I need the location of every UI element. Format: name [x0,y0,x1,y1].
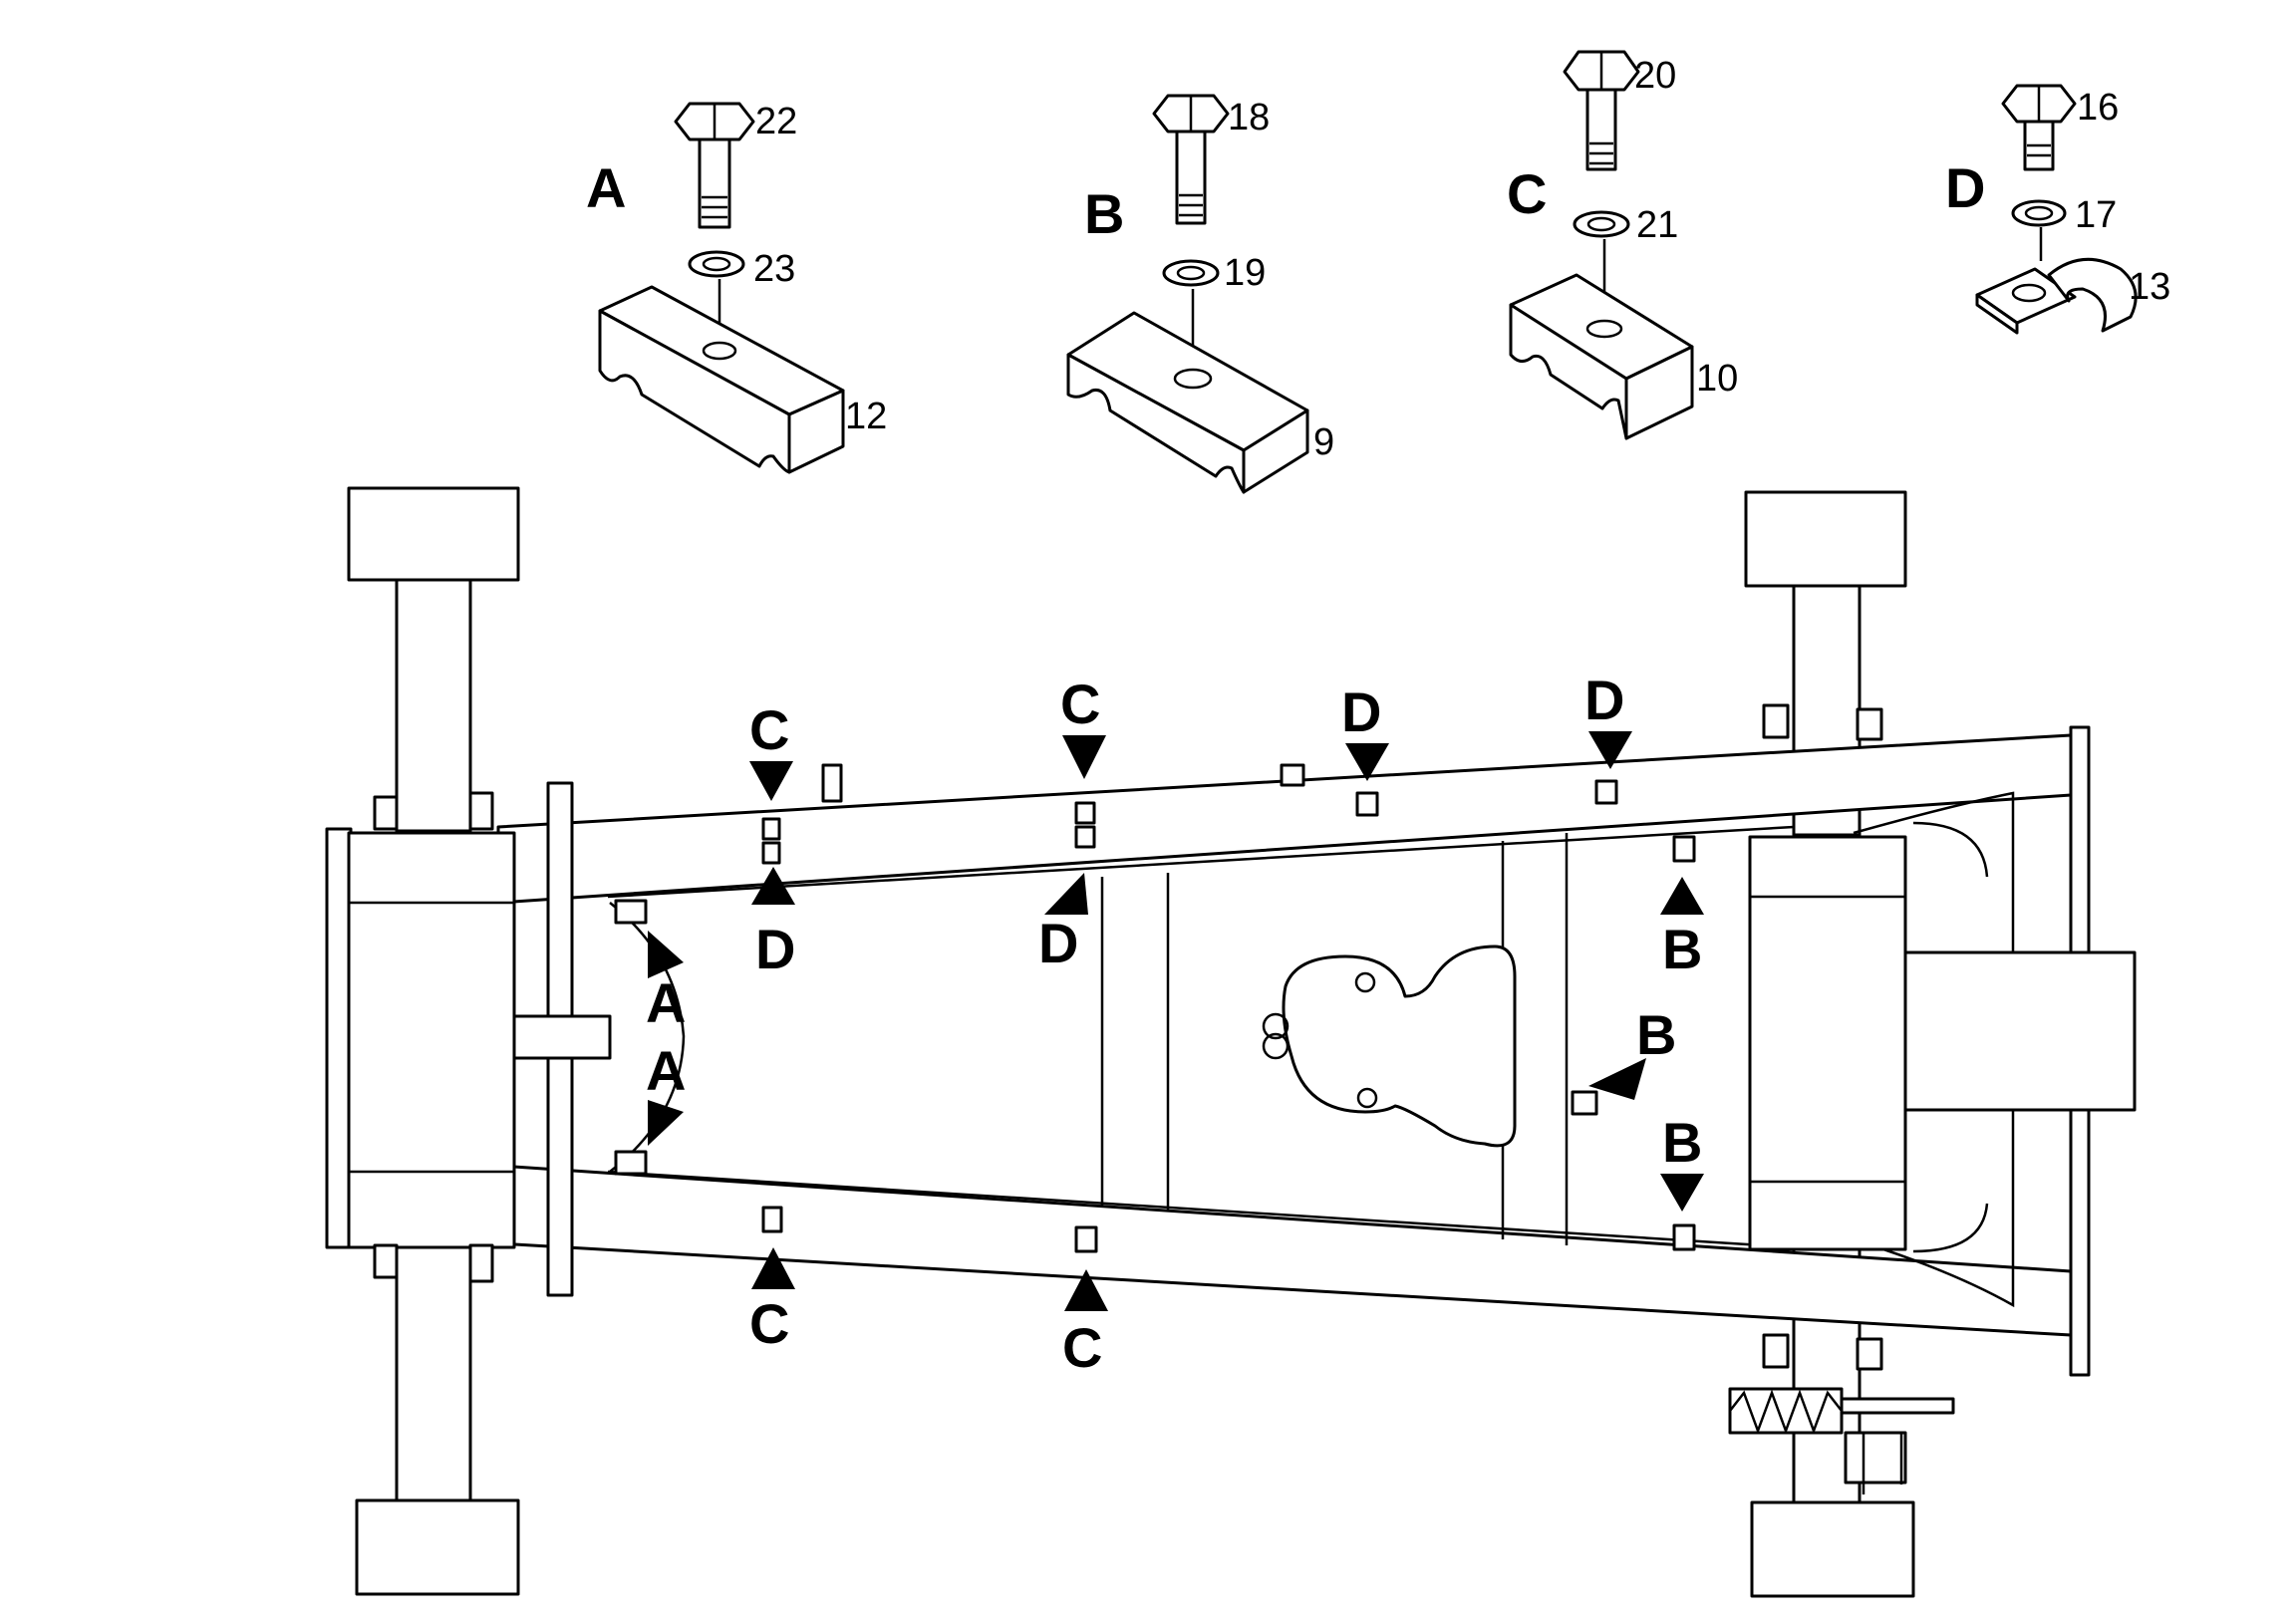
svg-text:B: B [1662,1111,1702,1174]
marker-d-mid-1: D [751,867,795,980]
svg-text:C: C [749,698,789,761]
bolt-number: 22 [755,101,797,142]
detail-c: C 20 21 10 [1507,50,1738,440]
svg-text:B: B [1662,918,1702,980]
detail-a-letter: A [586,156,626,219]
washer-icon [688,250,745,278]
front-wheel-top [347,486,520,582]
bolt-icon [2001,84,2077,171]
detail-a: A 22 23 12 [586,101,887,474]
marker-d-top-2: D [1584,669,1632,805]
marker-b-2: B [1571,1003,1676,1116]
part-number: 12 [845,396,887,437]
washer-icon [2011,199,2067,227]
chassis-frame [325,486,2137,1598]
part-number: 13 [2129,266,2170,308]
marker-c-top-1: C [749,698,793,865]
detail-b: B 18 19 9 [1066,94,1334,494]
spacer-block-icon [598,285,845,474]
washer-number: 17 [2075,194,2117,236]
spacer-block-icon [1066,311,1309,494]
front-axle-housing [347,831,516,1249]
marker-c-bot-1: C [749,1206,795,1355]
marker-d-mid-2: D [1038,873,1088,974]
svg-text:D: D [1038,912,1078,974]
washer-number: 23 [753,248,795,290]
bolt-icon [1563,50,1640,171]
washer-number: 19 [1224,252,1266,294]
spring-icon [1728,1387,1844,1435]
location-markers: C C D D D D [614,669,1704,1379]
rear-axle-housing [1748,835,1907,1251]
marker-c-top-2: C [1060,673,1106,849]
washer-icon [1573,210,1630,238]
rear-differential [1903,950,2137,1112]
svg-text:C: C [1060,673,1100,735]
marker-b-3: B [1660,1111,1704,1251]
front-axle-lower [395,1237,472,1502]
bolt-icon [1152,94,1230,225]
rear-wheel-top [1744,490,1907,588]
marker-a-1: A [614,899,686,1034]
svg-text:B: B [1636,1003,1676,1066]
detail-c-letter: C [1507,162,1547,225]
rear-wheel-bottom [1750,1500,1915,1598]
front-wheel-bottom [355,1498,520,1596]
svg-text:D: D [1584,669,1624,731]
svg-text:D: D [755,918,795,980]
detail-b-letter: B [1084,182,1124,245]
marker-b-1: B [1660,835,1704,980]
svg-text:D: D [1341,680,1381,743]
svg-text:C: C [1062,1316,1102,1379]
washer-icon [1162,259,1220,287]
front-bumper [325,827,353,1249]
detail-d-letter: D [1945,156,1985,219]
svg-text:A: A [646,971,686,1034]
bolt-number: 16 [2077,87,2119,129]
detail-d: D 16 17 13 [1945,84,2170,335]
svg-text:C: C [749,1292,789,1355]
bolt-number: 18 [1228,97,1270,138]
part-number: 9 [1313,421,1334,463]
transmission-plate [1282,945,1517,1148]
front-axle-upper [395,578,472,833]
bolt-number: 20 [1634,55,1676,97]
svg-text:A: A [646,1039,686,1102]
pipe-clamp-icon [1975,257,2138,335]
marker-c-bot-2: C [1062,1225,1108,1379]
marker-d-top-1: D [1341,680,1389,817]
spacer-block-icon [1509,273,1694,440]
marker-a-2: A [614,1039,686,1176]
washer-number: 21 [1636,204,1678,246]
bolt-icon [674,102,755,229]
part-number: 10 [1696,358,1738,400]
